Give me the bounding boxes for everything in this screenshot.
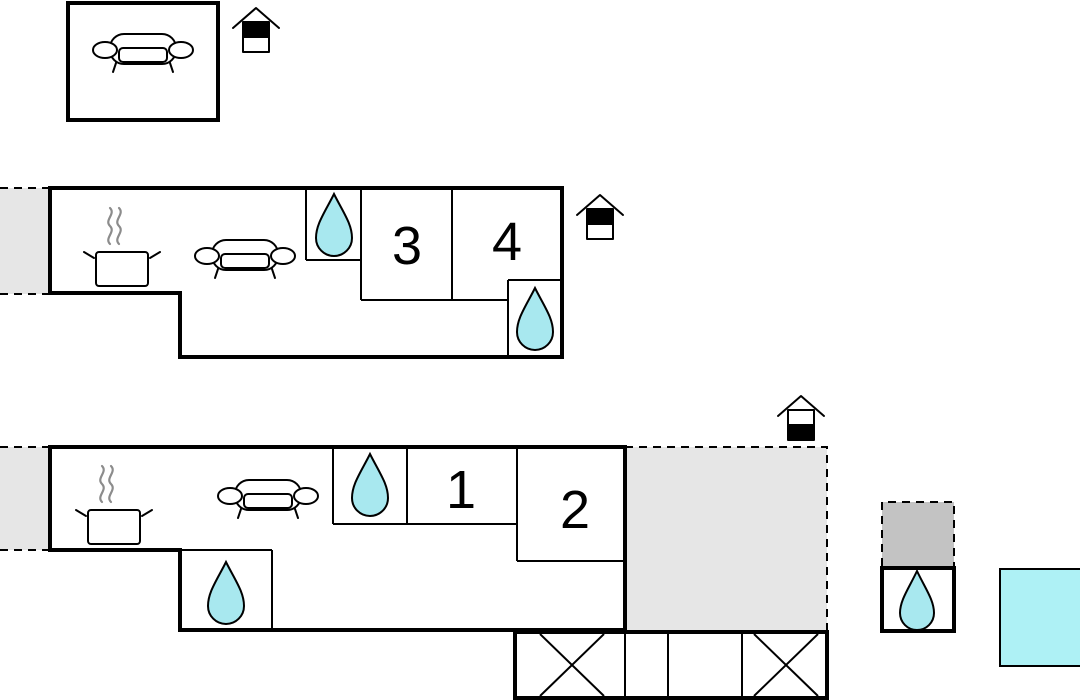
bedroom-number: 4 xyxy=(492,212,522,272)
sofa-icon xyxy=(194,239,296,279)
outdoor-shower xyxy=(880,501,956,633)
sofa-icon xyxy=(217,479,319,519)
water-drop-icon xyxy=(207,561,245,625)
floor-level-icon xyxy=(777,395,825,441)
bedroom-number: 2 xyxy=(560,480,590,540)
cooking-pot-icon xyxy=(82,206,162,288)
water-drop-icon xyxy=(315,193,353,257)
water-drop-icon xyxy=(351,453,389,517)
upper-floor-terrace xyxy=(0,188,50,294)
annex-living-block xyxy=(66,1,280,122)
cooking-pot-icon xyxy=(74,464,154,546)
floor-level-icon xyxy=(576,194,624,240)
bedroom-number: 3 xyxy=(392,216,422,276)
ground-floor-terrace-right xyxy=(625,447,827,630)
sofa-icon xyxy=(92,33,194,73)
pool xyxy=(999,568,1080,667)
bedroom-number: 1 xyxy=(446,460,476,520)
ground-floor-terrace-left xyxy=(0,447,50,550)
water-drop-icon xyxy=(898,568,936,631)
floor-level-icon xyxy=(232,7,280,53)
water-drop-icon xyxy=(516,287,554,351)
storage-strip xyxy=(513,630,829,700)
upper-floor: 3 4 xyxy=(0,186,624,359)
ground-floor: 1 2 xyxy=(0,395,829,700)
